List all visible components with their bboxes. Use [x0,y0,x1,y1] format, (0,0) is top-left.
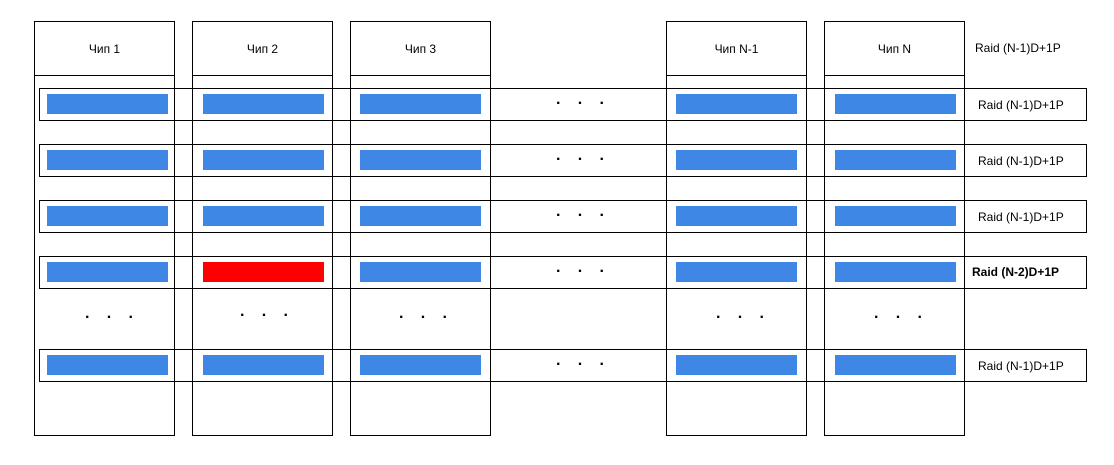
data-block [360,262,481,282]
data-block [203,94,324,114]
ellipsis-horizontal: · · · [556,263,611,280]
data-block [47,150,168,170]
stripe-raid-label: Raid (N-1)D+1P [978,359,1064,373]
data-block [47,206,168,226]
data-block [835,206,956,226]
chip-label: Чип 3 [404,41,437,56]
chip-label: Чип 1 [88,41,121,56]
data-block [203,355,324,375]
data-block [676,206,797,226]
data-block [835,355,956,375]
header-raid-label: Raid (N-1)D+1P [975,41,1061,55]
stripe-raid-label: Raid (N-1)D+1P [978,98,1064,112]
data-block [360,355,481,375]
stripe-row-4 [39,256,1087,289]
data-block [360,94,481,114]
ellipsis-horizontal: · · · [556,151,611,168]
ellipsis-horizontal: · · · [556,356,611,373]
ellipsis-vertical: · · · [240,307,295,324]
ellipsis-horizontal: · · · [556,95,611,112]
data-block [676,262,797,282]
stripe-raid-label: Raid (N-1)D+1P [978,154,1064,168]
chip-label: Чип 2 [246,41,279,56]
data-block [203,150,324,170]
data-block [360,150,481,170]
ellipsis-vertical: · · · [85,309,140,326]
data-block [676,355,797,375]
chip-header: Чип 3 [351,22,490,76]
data-block [676,94,797,114]
data-block [835,94,956,114]
stripe-row-1 [39,88,1087,121]
data-block [835,150,956,170]
stripe-row-3 [39,200,1087,233]
chip-label: Чип N-1 [714,41,759,56]
data-block [835,262,956,282]
stripe-row-5 [39,349,1087,382]
chip-header: Чип 1 [35,22,174,76]
ellipsis-vertical: · · · [874,309,929,326]
ellipsis-horizontal: · · · [556,207,611,224]
data-block [203,206,324,226]
chip-header: Чип 2 [193,22,332,76]
chip-label: Чип N [877,41,912,56]
stripe-raid-label: Raid (N-1)D+1P [978,210,1064,224]
chip-header: Чип N [825,22,964,76]
data-block [676,150,797,170]
chip-header: Чип N-1 [667,22,806,76]
stripe-row-2 [39,144,1087,177]
data-block [360,206,481,226]
failed-block [203,262,324,282]
data-block [47,355,168,375]
ellipsis-vertical: · · · [399,309,454,326]
ellipsis-vertical: · · · [716,309,771,326]
stripe-raid-label-degraded: Raid (N-2)D+1P [972,265,1060,279]
data-block [47,262,168,282]
data-block [47,94,168,114]
